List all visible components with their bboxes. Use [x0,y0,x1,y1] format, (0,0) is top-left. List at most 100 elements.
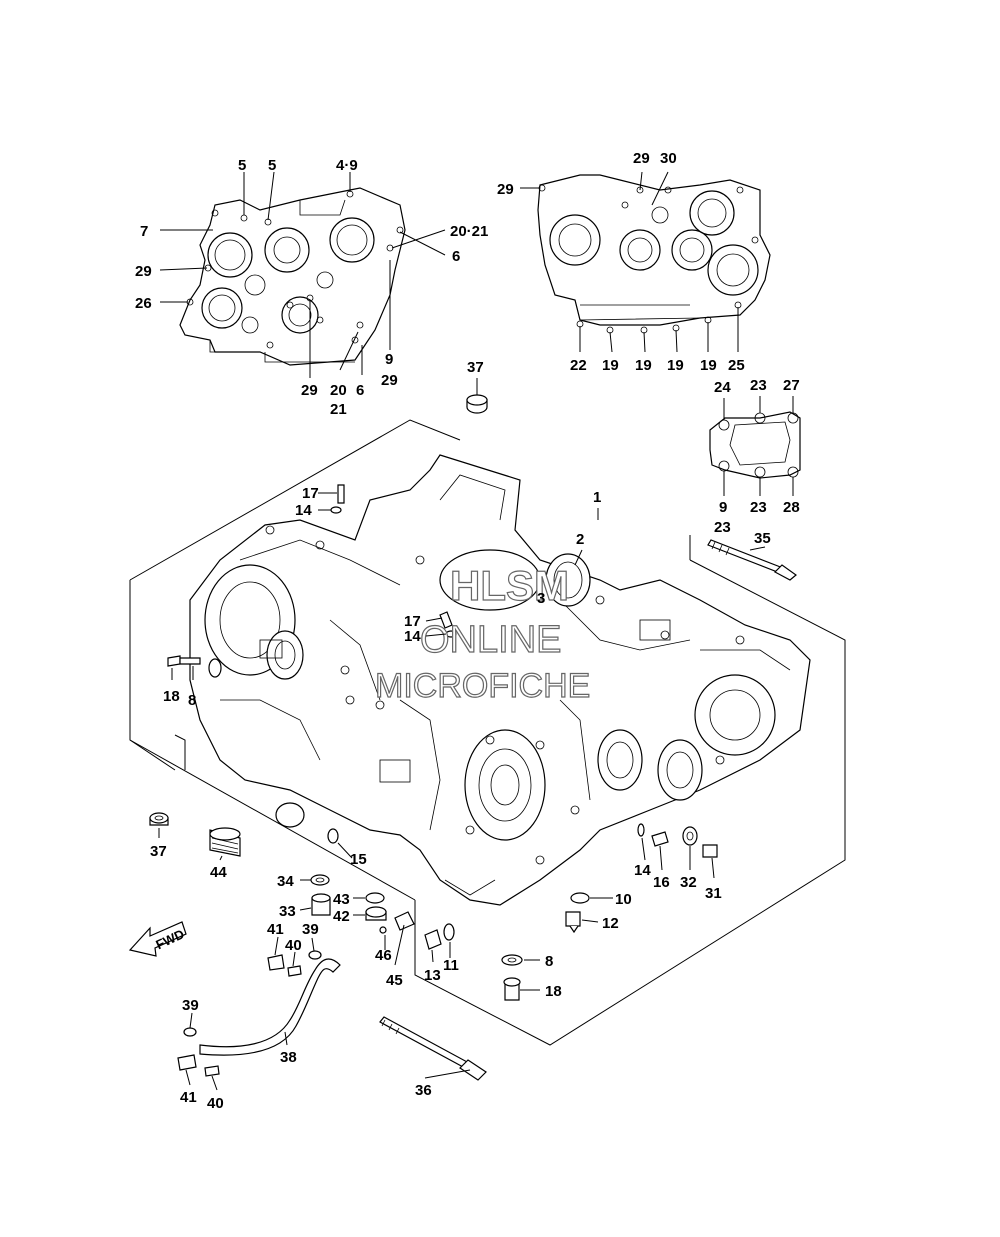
callout-41-lower: 41 [180,1089,197,1106]
callout-3: 3 [537,590,545,607]
clamp-41-upper [267,954,285,971]
fitting-17-top [330,484,345,514]
callout-29-leftbottom: 29 [381,372,398,389]
callout-20-21-top: 20·21 [450,223,488,240]
hose-38 [199,958,341,1056]
callout-43: 43 [333,891,350,908]
callout-37-top: 37 [467,359,484,376]
callout-5b: 5 [268,157,276,174]
bolt-36 [379,1016,487,1081]
oring-14-right [637,823,645,837]
callout-18-lower: 18 [545,983,562,1000]
callout-5a: 5 [238,157,246,174]
callout-26: 26 [135,295,152,312]
callout-40-upper: 40 [285,937,302,954]
callout-7: 7 [140,223,148,240]
callout-19c: 19 [667,357,684,374]
washer-43 [365,892,385,904]
cover-plate [709,411,801,479]
watermark-line3: MICROFICHE [375,667,590,705]
right-crankcase-half [537,174,771,334]
plug-42 [365,906,387,921]
oring-39-upper [308,950,322,960]
callout-23b: 23 [750,499,767,516]
nut-37-left [149,812,169,826]
callout-11: 11 [443,957,459,974]
callout-41-upper: 41 [267,921,284,938]
callout-1: 1 [593,489,601,506]
watermark-line2: ONLINE [420,619,561,661]
callout-42: 42 [333,908,350,925]
screw-40-upper [287,965,302,977]
callout-12: 12 [602,915,619,932]
callout-22: 22 [570,357,587,374]
callout-37-left: 37 [150,843,167,860]
clamp-41-lower [177,1054,197,1071]
plug-44 [209,827,241,857]
callout-18-left: 18 [163,688,180,705]
callout-15: 15 [350,851,367,868]
washer-8-lower [501,954,523,966]
leader-lines [158,171,794,1091]
screw-40-lower [204,1065,220,1077]
callout-46: 46 [375,947,392,964]
callout-33: 33 [279,903,296,920]
callout-19d: 19 [700,357,717,374]
callout-10: 10 [615,891,632,908]
callout-29-right: 29 [497,181,514,198]
callout-25: 25 [728,357,745,374]
bolt-31 [702,844,718,858]
callout-23a: 23 [750,377,767,394]
left-crankcase-half [179,187,406,366]
main-crankcase [189,454,811,906]
callout-2: 2 [576,531,584,548]
bolt-18-left [167,655,222,678]
callout-17-mid: 17 [404,613,421,630]
callout-39-lower: 39 [182,997,199,1014]
callout-31: 31 [705,885,722,902]
callout-24: 24 [714,379,731,396]
callout-6-bottom: 6 [356,382,364,399]
assembly-frame [129,419,846,1046]
bolt-35 [707,539,797,581]
callout-35: 35 [754,530,771,547]
callout-38: 38 [280,1049,297,1066]
fitting-16 [651,831,669,847]
callout-29-left: 29 [135,263,152,280]
callout-29-bottom: 29 [301,382,318,399]
callout-6-top: 6 [452,248,460,265]
callout-4-9: 4·9 [336,157,358,174]
callout-14-top: 14 [295,502,312,519]
callout-19a: 19 [602,357,619,374]
callout-13: 13 [424,967,441,984]
cap-2 [545,553,591,607]
fwd-arrow-icon: FWD [128,921,187,957]
fwd-label: FWD [153,926,186,952]
callout-9-left: 9 [385,351,393,368]
washer-34 [310,874,330,886]
watermark: HLSM ONLINE MICROFICHE [374,561,591,705]
callout-labels: 5 5 4·9 7 29 26 20·21 6 9 29 29 20 21 6 … [135,150,800,1112]
callout-30: 30 [660,150,677,167]
callout-32: 32 [680,874,697,891]
callout-23c: 23 [714,519,731,536]
callout-45: 45 [386,972,403,989]
callout-39-upper: 39 [302,921,319,938]
washer-10 [570,892,590,904]
callout-36: 36 [415,1082,432,1099]
washer-32 [682,826,698,846]
loose-parts [149,394,797,1081]
callout-28: 28 [783,499,800,516]
callout-17-top: 17 [302,485,319,502]
callout-14-right: 14 [634,862,651,879]
callout-20: 20 [330,382,347,399]
callout-19b: 19 [635,357,652,374]
oring-39-lower [183,1027,197,1037]
callout-14-mid: 14 [404,628,421,645]
bolt-18-lower [503,977,521,1001]
oring-15 [327,828,339,844]
callout-44: 44 [210,864,227,881]
callout-8-lower: 8 [545,953,553,970]
callout-27: 27 [783,377,800,394]
